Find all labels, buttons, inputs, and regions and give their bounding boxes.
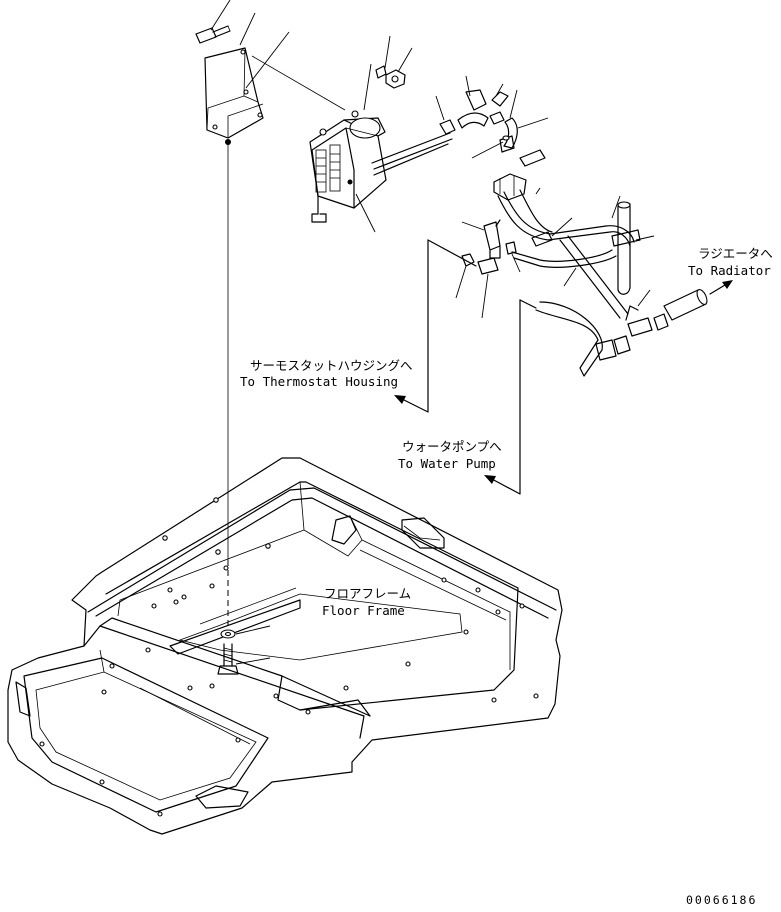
water-pump-route-line: [484, 299, 537, 495]
valve-tap: [461, 219, 517, 275]
thermostat-label-jp: サーモスタットハウジングへ: [250, 358, 413, 373]
nut: [375, 65, 406, 89]
lower-hose: [535, 289, 708, 377]
thermostat-label-en: To Thermostat Housing: [240, 374, 398, 389]
floor-frame-label-jp: フロアフレーム: [324, 586, 411, 601]
document-number: 00066186: [686, 893, 757, 907]
floor-bolt: [217, 629, 239, 675]
hose-clamps: [439, 89, 546, 167]
floor-frame: [7, 457, 563, 835]
radiator-label-en: To Radiator: [688, 263, 771, 278]
heater-unit: [309, 110, 453, 223]
floor-frame-label-en: Floor Frame: [322, 603, 405, 618]
to-radiator-arrow: [709, 280, 733, 295]
thermostat-route-line: [394, 239, 477, 413]
pipe-assembly: [493, 173, 641, 319]
water-pump-label-jp: ウォータポンプへ: [402, 439, 502, 454]
mounting-bracket: [204, 47, 264, 145]
water-pump-label-en: To Water Pump: [398, 456, 496, 471]
hex-bolt: [195, 25, 231, 44]
radiator-label-jp: ラジエータへ: [698, 246, 773, 261]
